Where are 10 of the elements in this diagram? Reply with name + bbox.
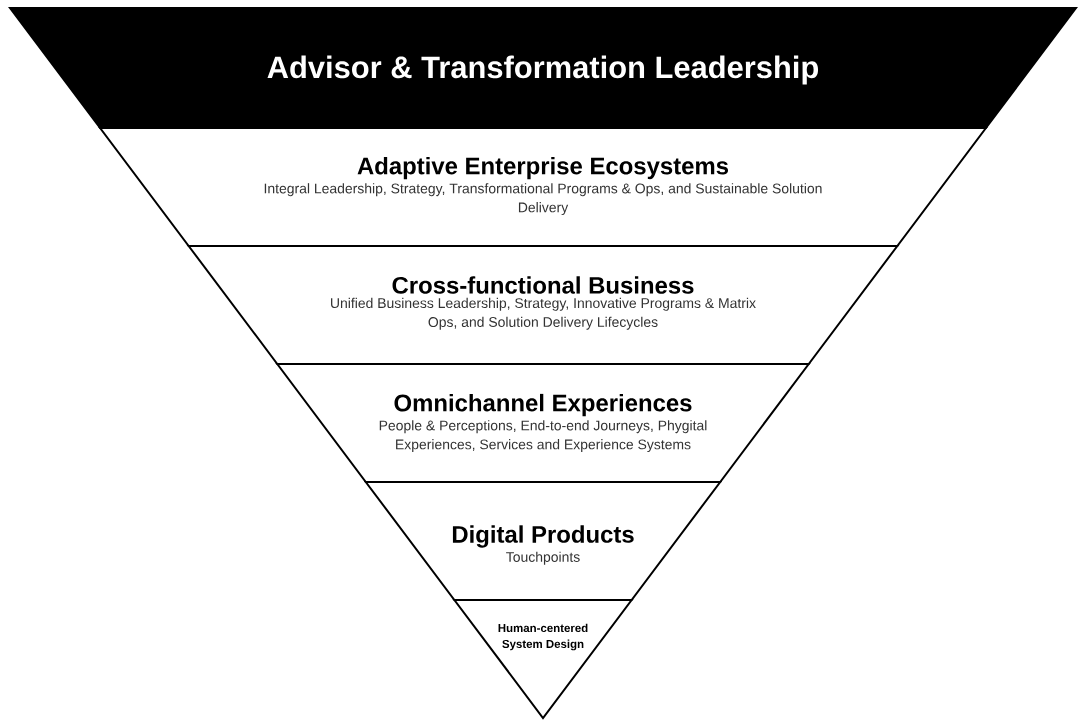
level-description: Unified Business Leadership, Strategy, Innovative Programs & Matrix Ops, and Solution Delivery Lifecycles [331,297,756,330]
level-heading: Omnichannel Experiences [394,393,692,417]
level-heading: Digital Products [452,525,634,548]
level-heading: Human-centered System Design [498,623,588,651]
level-description: Integral Leadership, Strategy, Transformational Programs & Ops, and Sustainable Solution Delivery [264,183,822,216]
level-heading: Cross-functional Business [392,276,694,294]
level-heading: Adaptive Enterprise Ecosystems [357,156,728,180]
level-description: People & Perceptions, End-to-end Journeys, Phygital Experiences, Services and Experience Systems [379,420,707,453]
level-heading: Advisor & Transformation Leadership [267,55,818,85]
level-description: Touchpoints [506,551,580,565]
